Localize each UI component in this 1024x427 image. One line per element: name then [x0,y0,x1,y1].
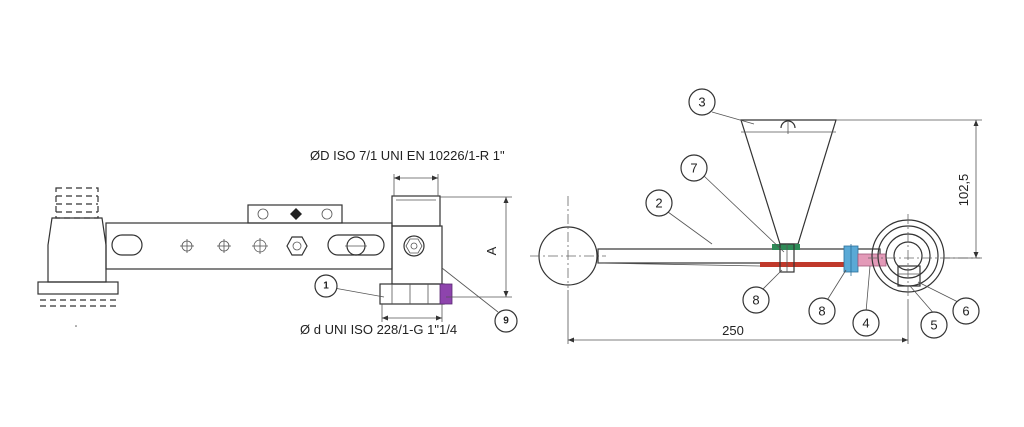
outer-thread-label: ØD ISO 7/1 UNI EN 10226/1-R 1" [310,148,505,163]
svg-text:8: 8 [752,293,759,308]
arm-top-view [530,111,982,344]
seal-part-9 [439,283,453,305]
left-end-view [37,187,119,327]
svg-text:4: 4 [862,316,869,331]
dimension-250-label: 250 [722,323,744,338]
svg-text:2: 2 [655,196,662,211]
callout-4: 4 [852,309,880,337]
svg-text:9: 9 [503,316,509,327]
callout-6: 6 [952,297,980,325]
callout-8-left: 8 [742,286,770,314]
callout-1: 1 [314,274,338,298]
callout-3: 3 [688,88,716,116]
callout-9: 9 [494,309,518,333]
callout-7: 7 [680,154,708,182]
callout-2: 2 [645,189,673,217]
callout-5: 5 [920,311,948,339]
adjustment-holes [180,238,268,254]
arm-side-view [105,174,512,322]
dimension-102-label: 102,5 [956,174,971,207]
svg-text:7: 7 [690,161,697,176]
callout-8-right: 8 [808,297,836,325]
dimension-a-label: A [484,246,499,255]
svg-text:3: 3 [698,95,705,110]
svg-text:6: 6 [962,304,969,319]
svg-text:8: 8 [818,304,825,319]
svg-text:5: 5 [930,318,937,333]
inner-thread-label: Ø d UNI ISO 228/1-G 1"1/4 [300,322,457,337]
svg-text:1: 1 [323,281,329,292]
